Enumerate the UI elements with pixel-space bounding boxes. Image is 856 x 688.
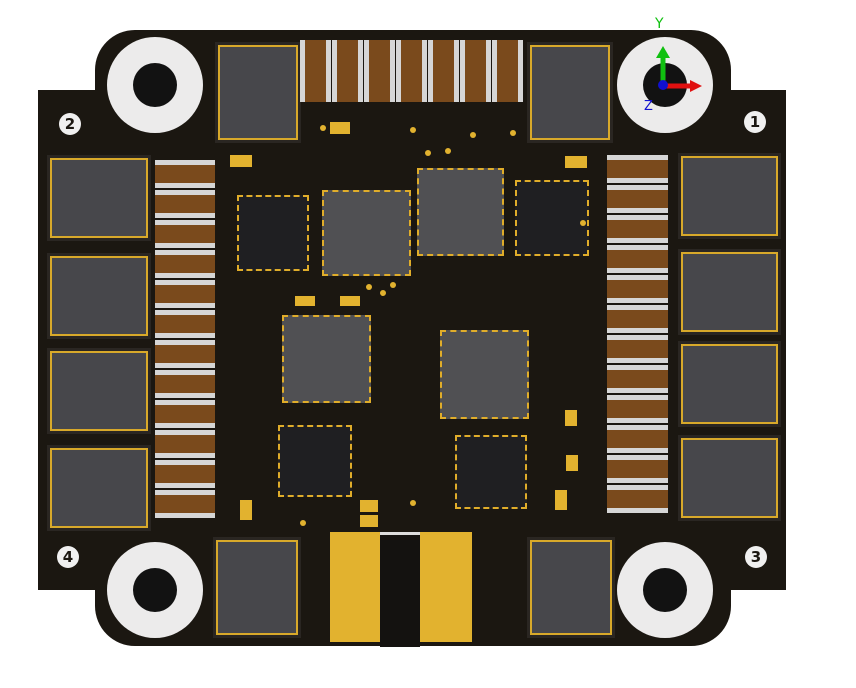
capacitor: [607, 455, 668, 483]
capacitor: [607, 305, 668, 333]
power-pad-right: [420, 532, 472, 642]
mosfet: [527, 42, 613, 143]
via: [425, 150, 431, 156]
via: [390, 282, 396, 288]
motor-label-4: 4: [57, 546, 79, 568]
small-component: [330, 122, 350, 134]
capacitor: [607, 485, 668, 513]
capacitor: [155, 430, 215, 458]
mounting-hole: [107, 37, 203, 133]
via: [580, 220, 586, 226]
small-component: [360, 515, 378, 527]
ic-chip: [417, 168, 504, 256]
capacitor: [155, 460, 215, 488]
capacitor: [607, 215, 668, 243]
ic-chip: [322, 190, 411, 276]
via: [470, 132, 476, 138]
capacitor: [155, 220, 215, 248]
mosfet: [678, 153, 781, 239]
mosfet: [678, 249, 781, 335]
mounting-hole: [107, 542, 203, 638]
ic-chip: [278, 425, 352, 497]
capacitor: [155, 190, 215, 218]
capacitor: [155, 250, 215, 278]
capacitor: [155, 490, 215, 518]
small-component: [565, 156, 587, 168]
capacitor: [460, 40, 491, 102]
via: [366, 284, 372, 290]
capacitor: [155, 370, 215, 398]
capacitor: [332, 40, 363, 102]
mosfet: [47, 445, 151, 531]
via: [380, 290, 386, 296]
capacitor: [607, 185, 668, 213]
capacitor: [607, 275, 668, 303]
small-component: [230, 155, 252, 167]
small-component: [555, 490, 567, 510]
via: [445, 148, 451, 154]
capacitor: [155, 340, 215, 368]
small-component: [360, 500, 378, 512]
mosfet: [47, 253, 151, 339]
mosfet: [213, 537, 301, 638]
capacitor: [607, 365, 668, 393]
capacitor: [155, 310, 215, 338]
ic-chip: [237, 195, 309, 271]
capacitor: [607, 395, 668, 423]
capacitor: [607, 335, 668, 363]
mosfet: [678, 435, 781, 521]
axis-triad: Y Z: [644, 16, 702, 114]
small-component: [295, 296, 315, 306]
via: [410, 127, 416, 133]
via: [510, 130, 516, 136]
mosfet: [678, 341, 781, 427]
small-component: [566, 455, 578, 471]
connector-gap: [380, 532, 420, 647]
ic-chip: [440, 330, 529, 419]
capacitor: [607, 245, 668, 273]
capacitor: [300, 40, 331, 102]
capacitor: [155, 160, 215, 188]
capacitor: [155, 280, 215, 308]
power-pad-left: [330, 532, 380, 642]
capacitor: [364, 40, 395, 102]
z-axis-dot: [658, 80, 668, 90]
x-axis-arrowhead: [690, 80, 702, 92]
capacitor: [155, 400, 215, 428]
capacitor: [492, 40, 523, 102]
ic-chip: [282, 315, 371, 403]
y-axis-arrowhead: [656, 46, 670, 58]
small-component: [565, 410, 577, 426]
motor-label-1: 1: [744, 111, 766, 133]
motor-label-2: 2: [59, 113, 81, 135]
ic-chip: [515, 180, 589, 256]
mounting-hole: [617, 542, 713, 638]
capacitor: [607, 425, 668, 453]
via: [300, 520, 306, 526]
mosfet: [527, 537, 615, 638]
small-component: [340, 296, 360, 306]
motor-label-3: 3: [745, 546, 767, 568]
mosfet: [215, 42, 301, 143]
mosfet: [47, 348, 151, 434]
via: [410, 500, 416, 506]
small-component: [240, 500, 252, 520]
ic-chip: [455, 435, 527, 509]
via: [320, 125, 326, 131]
axis-z-label: Z: [644, 99, 653, 114]
mosfet: [47, 155, 151, 241]
capacitor: [428, 40, 459, 102]
capacitor: [607, 155, 668, 183]
capacitor: [396, 40, 427, 102]
axis-y-label: Y: [654, 16, 664, 32]
